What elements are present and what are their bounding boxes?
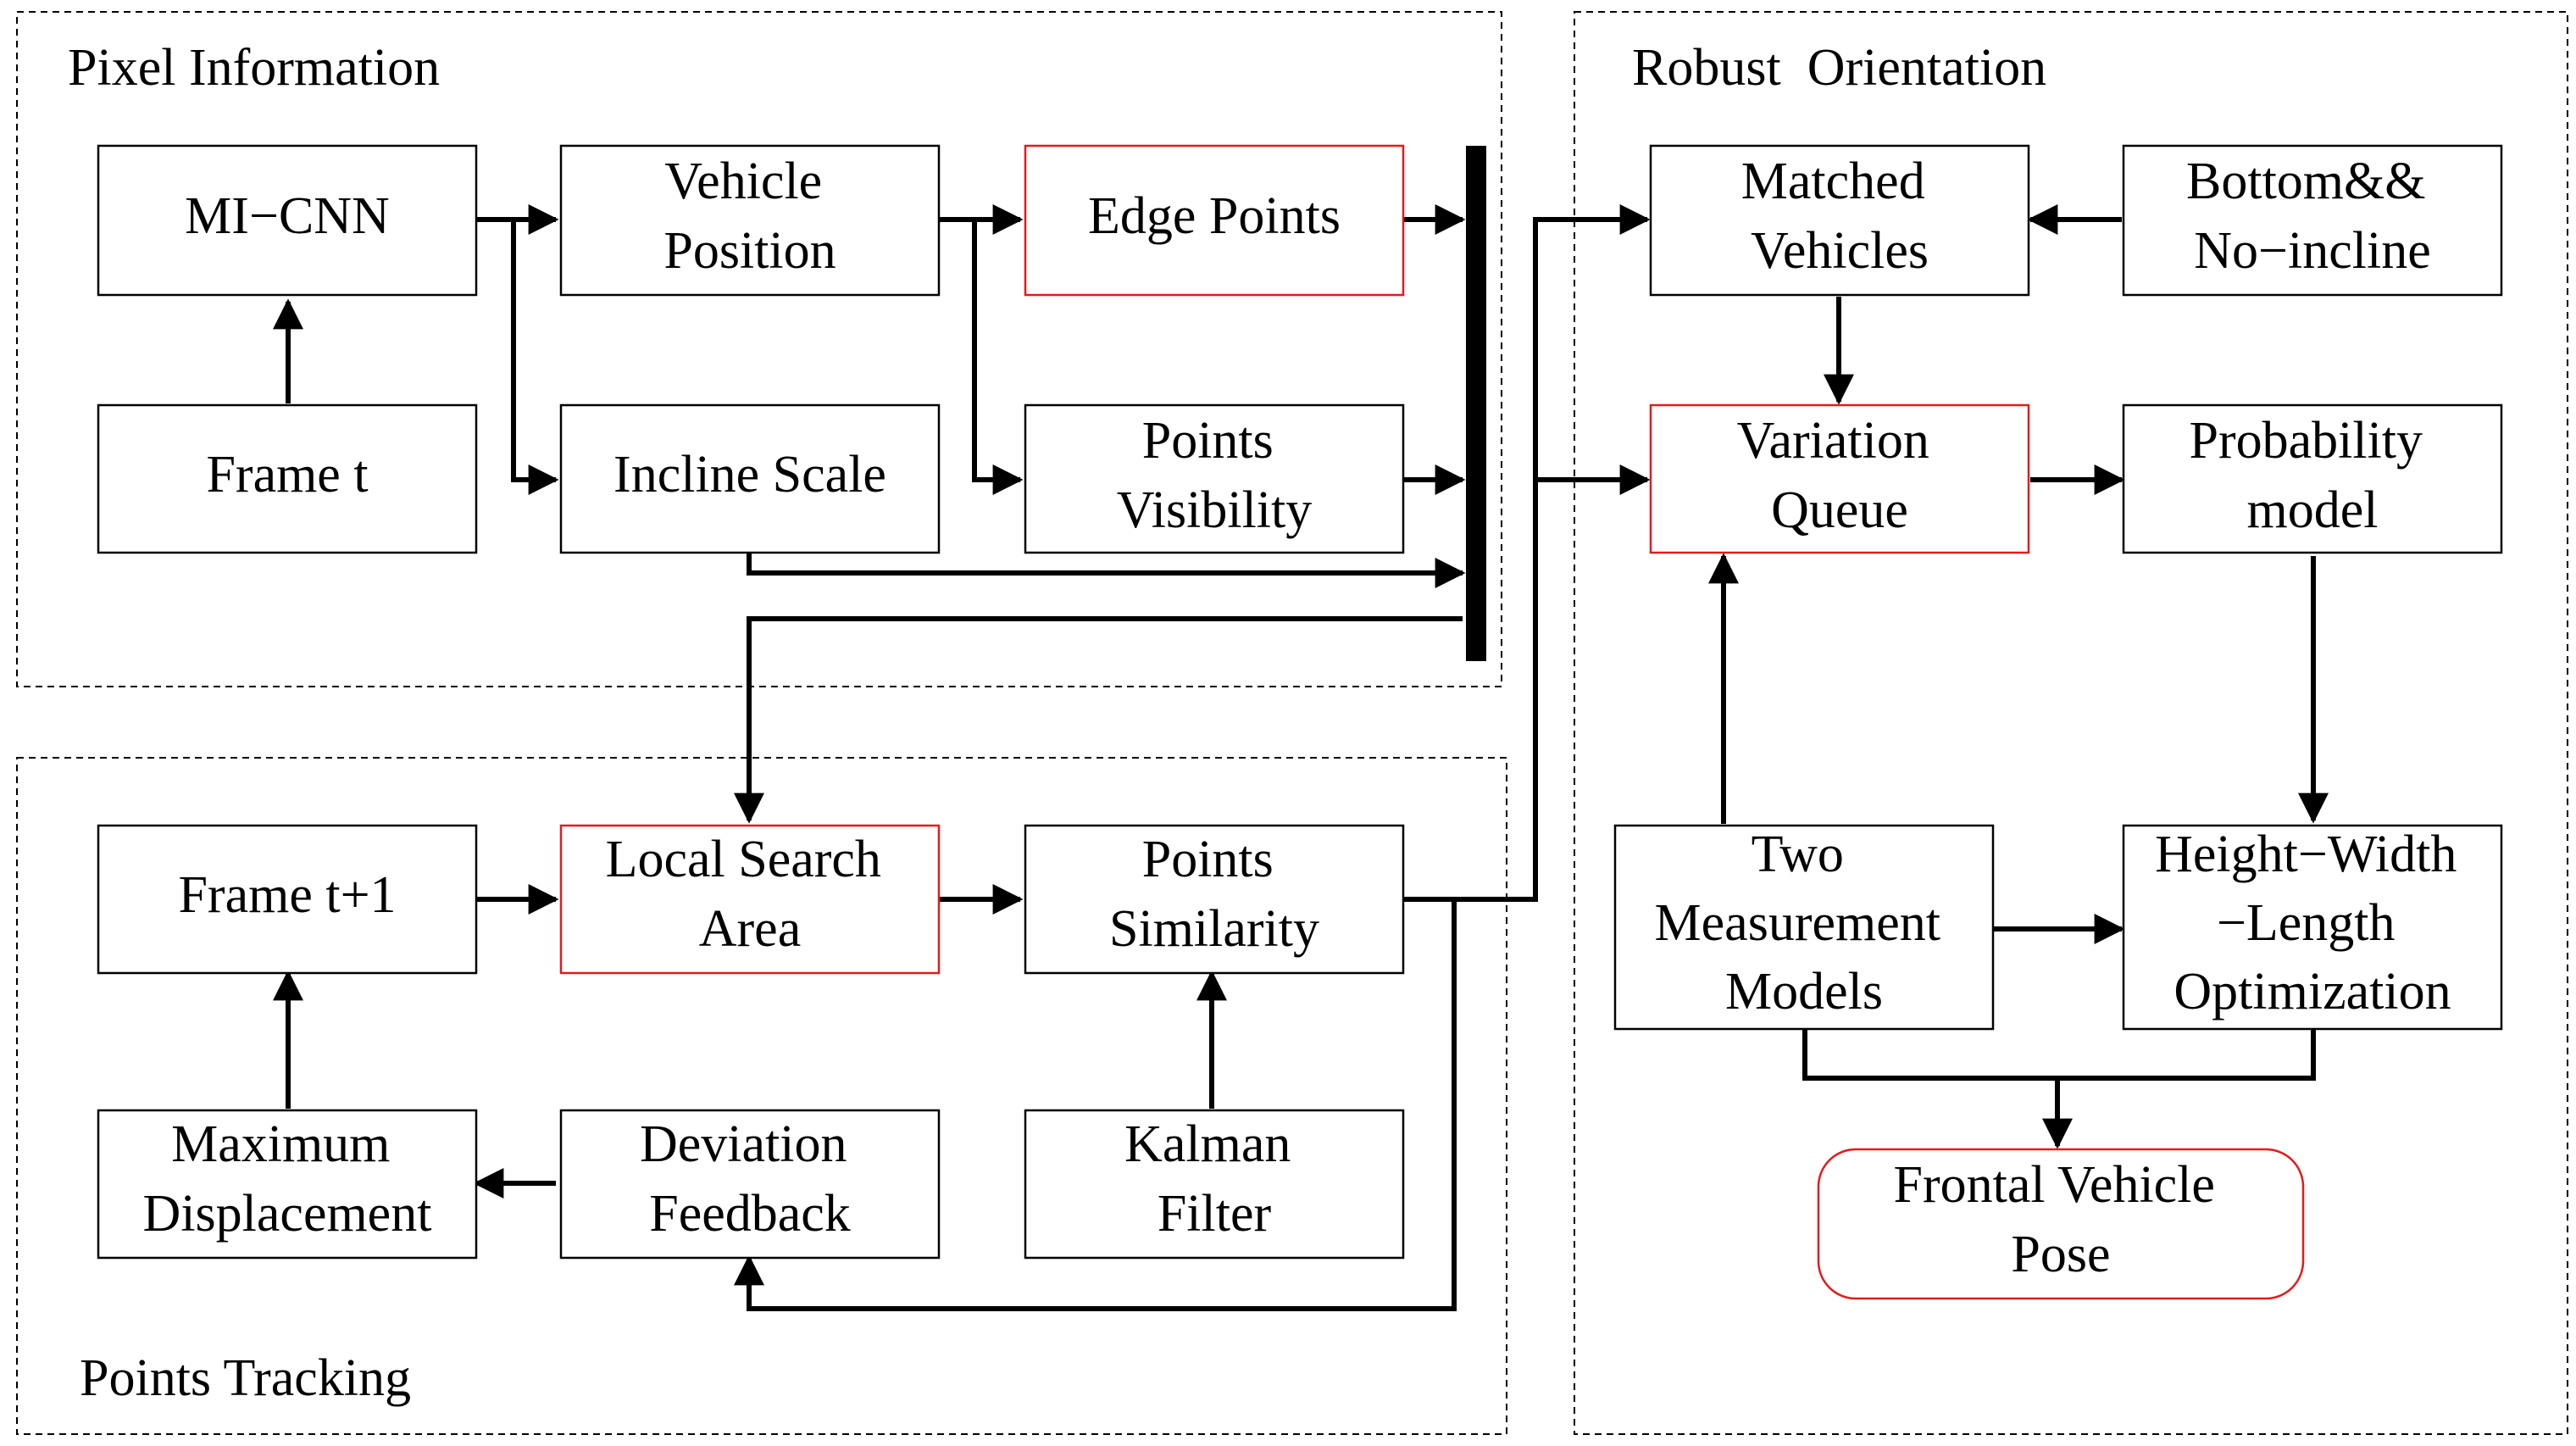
box-mi-cnn: MI−CNN: [97, 144, 478, 297]
arrow-points-similarity-to-deviation: [734, 897, 1457, 1311]
box-bottom-no-incline: Bottom&& No−incline: [2122, 144, 2503, 297]
box-label-frontal-vehicle-pose: Frontal Vehicle Pose: [1894, 1156, 2229, 1283]
box-label-height-width-length: Height−Width −Length Optimization: [2155, 826, 2470, 1021]
box-deviation-feedback: Deviation Feedback: [559, 1109, 941, 1260]
box-frame-t: Frame t: [97, 403, 478, 554]
box-label-variation-queue: Variation Queue: [1737, 412, 1943, 539]
arrow-micnn-to-incline-scale: [511, 220, 559, 495]
box-label-bottom-no-incline: Bottom&& No−incline: [2186, 153, 2439, 280]
box-frontal-vehicle-pose: Frontal Vehicle Pose: [1817, 1148, 2305, 1300]
box-points-visibility: Points Visibility: [1024, 403, 1405, 554]
group-label-pixel-information: Pixel Information: [68, 39, 440, 97]
group-label-points-tracking: Points Tracking: [80, 1349, 411, 1407]
group-label-robust-orientation: Robust Orientation: [1632, 39, 2046, 97]
box-label-two-measurement-models: Two Measurement Models: [1655, 826, 1954, 1021]
box-local-search-area: Local Search Area: [559, 824, 941, 975]
box-label-local-search-area: Local Search Area: [606, 831, 895, 958]
group-robust-orientation: [1574, 11, 2568, 1435]
box-two-measurement-models: Two Measurement Models: [1613, 824, 1995, 1031]
arrow-vehicle-position-to-points-visibility: [972, 220, 1024, 495]
box-label-vehicle-position: Vehicle Position: [663, 153, 836, 280]
box-label-matched-vehicles: Matched Vehicles: [1741, 153, 1938, 280]
group-points-tracking: [16, 757, 1507, 1435]
box-label-points-visibility: Points Visibility: [1117, 412, 1313, 539]
box-maximum-displacement: Maximum Displacement: [97, 1109, 478, 1260]
box-variation-queue: Variation Queue: [1649, 403, 2030, 554]
box-frame-t1: Frame t+1: [97, 824, 478, 975]
group-pixel-information: [16, 11, 1502, 687]
box-label-points-similarity: Points Similarity: [1109, 831, 1319, 958]
arrow-two-measurement-to-pose: [1802, 1029, 2316, 1081]
box-edge-points: Edge Points: [1024, 144, 1405, 297]
box-label-incline-scale: Incline Scale: [613, 446, 886, 503]
arrow-points-similarity-to-matched-vehicles: [1454, 204, 1651, 902]
box-label-frame-t1: Frame t+1: [178, 866, 396, 924]
box-vehicle-position: Vehicle Position: [559, 144, 941, 297]
box-label-edge-points: Edge Points: [1088, 187, 1341, 245]
box-label-frame-t: Frame t: [206, 446, 368, 503]
box-incline-scale: Incline Scale: [559, 403, 941, 554]
box-label-probability-model: Probability model: [2189, 412, 2435, 539]
box-matched-vehicles: Matched Vehicles: [1649, 144, 2030, 297]
box-height-width-length-optimization: Height−Width −Length Optimization: [2122, 824, 2503, 1031]
box-label-mi-cnn: MI−CNN: [185, 187, 390, 245]
box-label-kalman-filter: Kalman Filter: [1124, 1115, 1304, 1243]
arrow-incline-scale-to-bar: [747, 551, 1466, 588]
box-label-deviation-feedback: Deviation Feedback: [640, 1115, 860, 1243]
box-probability-model: Probability model: [2122, 403, 2503, 554]
box-label-maximum-displacement: Maximum Displacement: [143, 1115, 432, 1243]
box-kalman-filter: Kalman Filter: [1024, 1109, 1405, 1260]
box-points-similarity: Points Similarity: [1024, 824, 1405, 975]
connectors: [273, 204, 2329, 1311]
arrow-bar-to-local-search-area: [734, 616, 1463, 824]
merge-bar: [1466, 146, 1486, 661]
